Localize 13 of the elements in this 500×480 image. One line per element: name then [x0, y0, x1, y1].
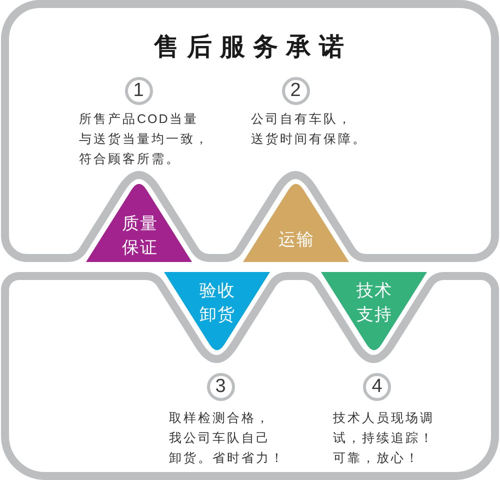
- triangle-tab: 运输: [242, 184, 348, 262]
- step-description: 所售产品COD当量与送货当量均一致，符合顾客所需。: [79, 111, 210, 168]
- number-circle: 4: [363, 373, 391, 401]
- step-description: 公司自有车队，送货时间有保障。: [251, 111, 367, 148]
- number-circle: 1: [124, 76, 152, 104]
- triangle-tab: 验收卸货: [164, 272, 270, 350]
- triangle-tab: 质量保证: [86, 184, 192, 262]
- number-circle: 2: [282, 76, 310, 104]
- number-circle: 3: [206, 373, 234, 401]
- triangle-tab: 技术支持: [320, 272, 426, 350]
- step-description: 取样检测合格，我公司车队自己卸货。省时省力！: [169, 410, 285, 467]
- title: 售后服务承诺: [154, 32, 352, 62]
- step-description: 技术人员现场调试，持续追踪！可靠，放心！: [333, 410, 434, 467]
